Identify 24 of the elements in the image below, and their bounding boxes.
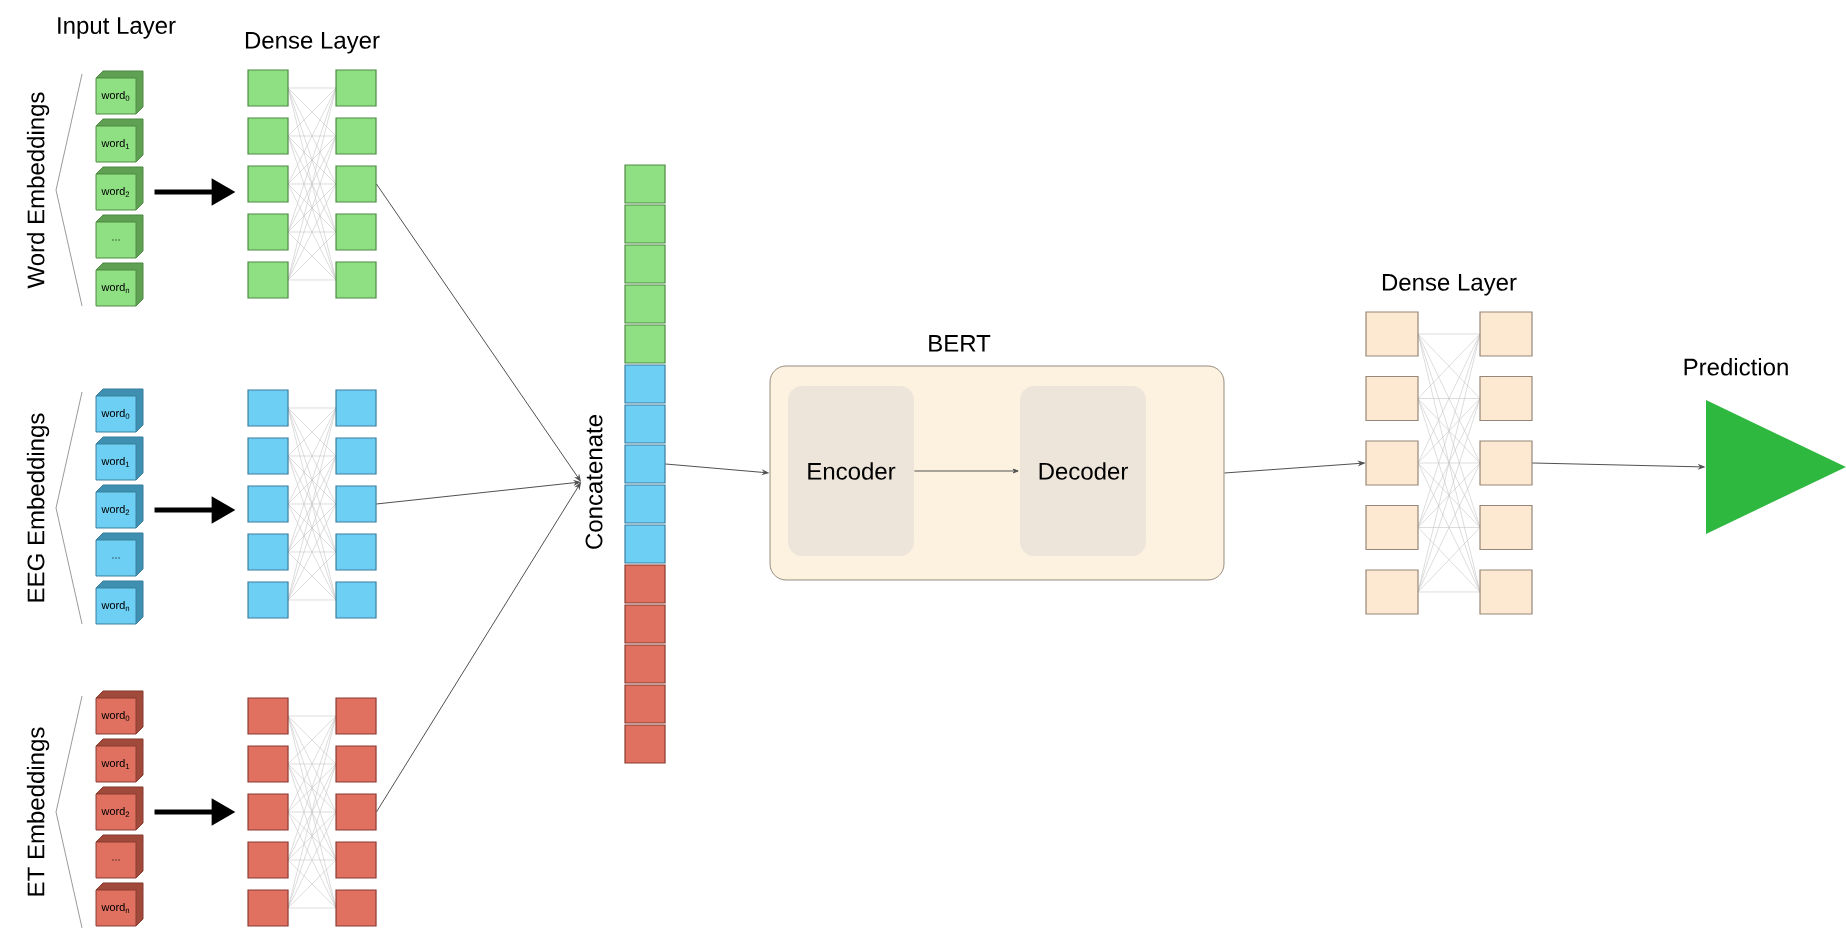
arrow (1224, 461, 1365, 474)
node-label: Prediction (1684, 357, 1788, 376)
prediction-triangle: Prediction (1684, 358, 1846, 534)
dense-layer-drawing: Dense Layer (1365, 274, 1533, 615)
arrow (1531, 462, 1705, 470)
node-label: BERT (929, 335, 991, 352)
arrow (913, 468, 1019, 474)
arrow (664, 463, 769, 475)
concatenated-vector (624, 164, 666, 764)
arrow (375, 482, 581, 813)
group-label: Word Embeddings (26, 92, 50, 289)
group-label: ET Embeddings (26, 727, 50, 896)
dense-layer-drawing (247, 697, 377, 927)
node-label: Dense Layer (245, 32, 380, 54)
layer-label: Concatenate (585, 415, 603, 549)
arrow (375, 480, 581, 505)
node-label: Dense Layer (1382, 274, 1517, 296)
group-label: EEG Embeddings (26, 413, 50, 602)
dense-layer-drawing (247, 389, 377, 619)
module-box: Decoder (1020, 386, 1146, 556)
dense-layer-drawing: Dense Layer (245, 32, 380, 299)
arrow (375, 183, 581, 482)
module-box: Encoder (788, 386, 914, 556)
column-heading: Input Layer (58, 17, 176, 39)
